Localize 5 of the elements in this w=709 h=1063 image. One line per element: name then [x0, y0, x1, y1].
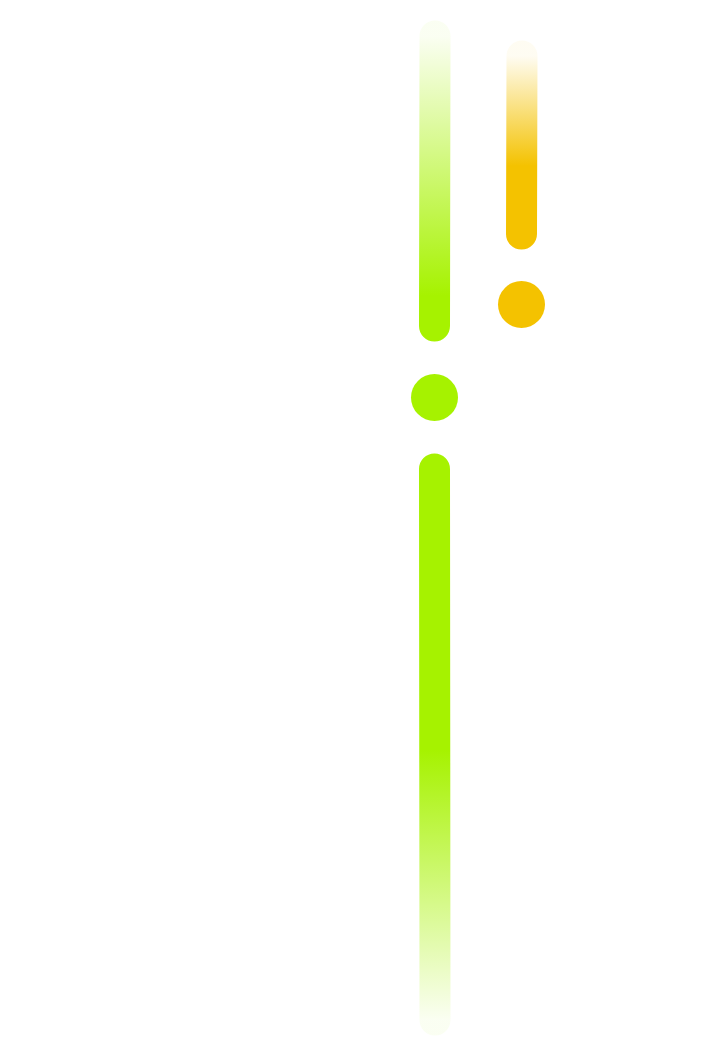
- dot: [498, 281, 545, 328]
- gradient-bar-connector: [506, 40, 538, 250]
- gradient-bar-connector: [419, 453, 451, 1036]
- dot: [411, 374, 458, 421]
- gradient-bar-connector: [419, 20, 451, 342]
